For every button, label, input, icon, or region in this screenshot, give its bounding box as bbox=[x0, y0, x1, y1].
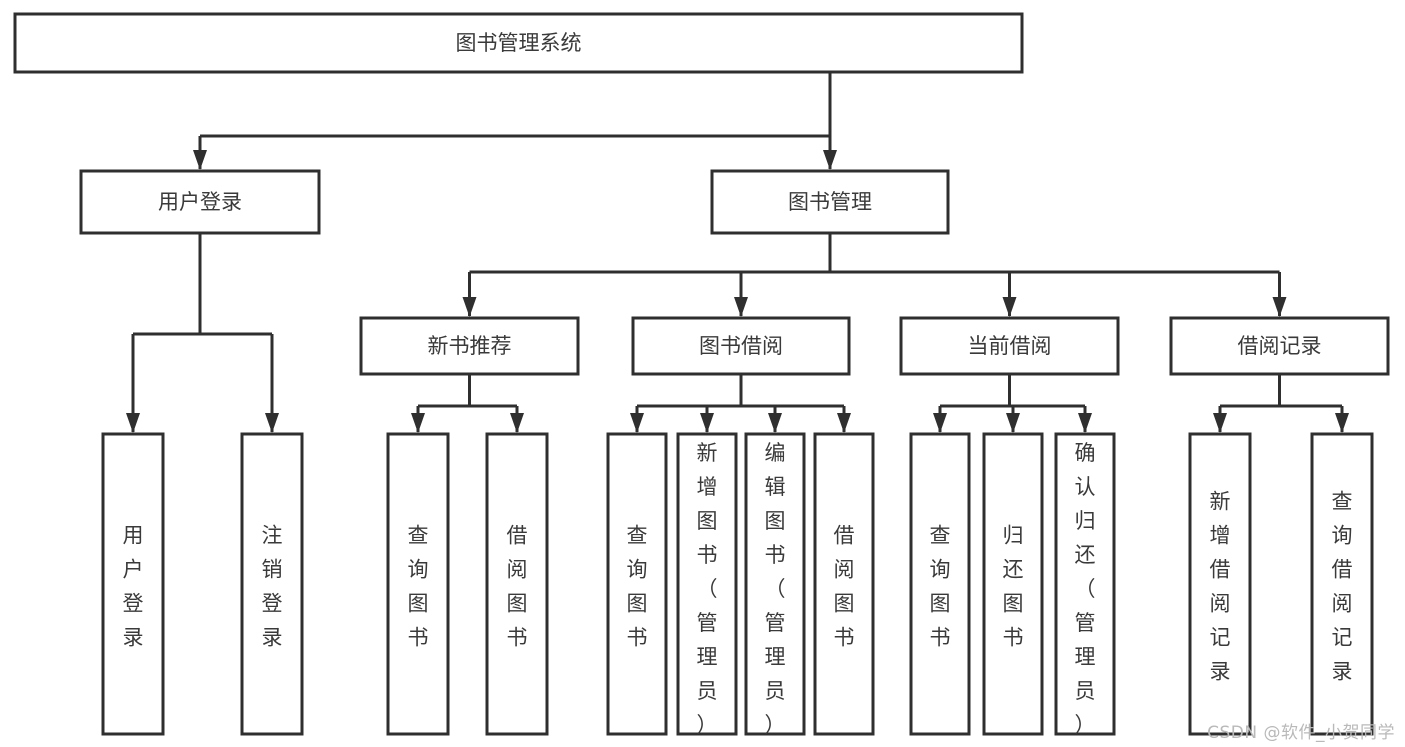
connector-layer bbox=[126, 72, 1349, 433]
node-box-new-book-recommend bbox=[359, 316, 580, 376]
node-label-leaf-query-book-current: 查询图书 bbox=[930, 524, 951, 650]
node-leaf-query-book-current[interactable]: 查询图书 bbox=[909, 432, 971, 736]
node-label-new-book-recommend: 新书推荐 bbox=[428, 334, 512, 358]
arrow-to-leaf-edit-book-admin bbox=[768, 413, 782, 433]
node-box-leaf-borrow-book bbox=[813, 432, 875, 736]
node-label-borrow-record: 借阅记录 bbox=[1238, 334, 1322, 358]
arrow-to-leaf-query-book-borrow bbox=[630, 413, 644, 433]
node-leaf-query-book-recommend[interactable]: 查询图书 bbox=[386, 432, 450, 736]
node-label-book-borrow: 图书借阅 bbox=[699, 334, 783, 358]
arrow-to-leaf-borrow-book-recommend bbox=[510, 413, 524, 433]
arrow-to-leaf-add-borrow-record bbox=[1213, 413, 1227, 433]
node-leaf-return-book[interactable]: 归还图书 bbox=[982, 432, 1044, 736]
arrow-to-leaf-user-login bbox=[126, 413, 140, 433]
node-box-leaf-query-book-borrow bbox=[606, 432, 668, 736]
node-label-leaf-user-login: 用户登录 bbox=[123, 524, 144, 650]
node-box-leaf-query-book-recommend bbox=[386, 432, 450, 736]
arrow-to-book-borrow bbox=[734, 297, 748, 317]
node-box-book-borrow bbox=[631, 316, 851, 376]
node-label-leaf-add-borrow-record: 新增借阅记录 bbox=[1210, 490, 1231, 684]
node-box-leaf-query-borrow-record bbox=[1310, 432, 1374, 736]
node-label-user-login: 用户登录 bbox=[158, 190, 242, 214]
node-book-management[interactable]: 图书管理 bbox=[710, 169, 950, 235]
arrow-to-leaf-query-book-recommend bbox=[411, 413, 425, 433]
node-box-leaf-query-book-current bbox=[909, 432, 971, 736]
arrow-to-book-management bbox=[823, 150, 837, 170]
node-box-book-management bbox=[710, 169, 950, 235]
node-label-leaf-query-book-borrow: 查询图书 bbox=[627, 524, 648, 650]
node-current-borrow[interactable]: 当前借阅 bbox=[899, 316, 1120, 376]
arrow-to-new-book-recommend bbox=[462, 297, 477, 317]
node-label-leaf-edit-book-admin: 编辑图书（管理员） bbox=[765, 441, 786, 737]
node-label-leaf-query-book-recommend: 查询图书 bbox=[408, 524, 429, 650]
node-label-leaf-add-book-admin: 新增图书（管理员） bbox=[697, 441, 718, 737]
node-box-leaf-borrow-book-recommend bbox=[485, 432, 549, 736]
node-label-leaf-borrow-book-recommend: 借阅图书 bbox=[507, 524, 528, 650]
arrow-to-leaf-add-book-admin bbox=[700, 413, 714, 433]
node-user-login[interactable]: 用户登录 bbox=[79, 169, 321, 235]
node-label-book-management: 图书管理 bbox=[788, 190, 872, 214]
arrow-to-borrow-record bbox=[1272, 297, 1287, 317]
node-new-book-recommend[interactable]: 新书推荐 bbox=[359, 316, 580, 376]
node-box-leaf-confirm-return-admin bbox=[1054, 432, 1116, 736]
node-box-leaf-user-logout bbox=[240, 432, 304, 736]
node-box-user-login bbox=[79, 169, 321, 235]
node-leaf-query-borrow-record[interactable]: 查询借阅记录 bbox=[1310, 432, 1374, 736]
arrow-to-leaf-user-logout bbox=[265, 413, 279, 433]
node-leaf-user-logout[interactable]: 注销登录 bbox=[240, 432, 304, 736]
node-label-leaf-user-logout: 注销登录 bbox=[262, 524, 283, 650]
node-label-leaf-borrow-book: 借阅图书 bbox=[834, 524, 855, 650]
node-leaf-borrow-book[interactable]: 借阅图书 bbox=[813, 432, 875, 736]
node-box-borrow-record bbox=[1169, 316, 1390, 376]
node-leaf-borrow-book-recommend[interactable]: 借阅图书 bbox=[485, 432, 549, 736]
node-box-leaf-edit-book-admin bbox=[744, 432, 806, 736]
arrow-to-leaf-query-book-current bbox=[933, 413, 947, 433]
node-leaf-user-login[interactable]: 用户登录 bbox=[101, 432, 165, 736]
arrow-to-leaf-query-borrow-record bbox=[1335, 413, 1349, 433]
node-label-leaf-return-book: 归还图书 bbox=[1003, 524, 1024, 650]
arrow-to-leaf-return-book bbox=[1006, 413, 1020, 433]
node-book-borrow[interactable]: 图书借阅 bbox=[631, 316, 851, 376]
arrow-to-leaf-confirm-return-admin bbox=[1078, 413, 1092, 433]
node-box-leaf-return-book bbox=[982, 432, 1044, 736]
arrow-to-leaf-borrow-book bbox=[837, 413, 851, 433]
node-box-leaf-add-borrow-record bbox=[1188, 432, 1252, 736]
node-leaf-query-book-borrow[interactable]: 查询图书 bbox=[606, 432, 668, 736]
node-box-current-borrow bbox=[899, 316, 1120, 376]
node-label-root: 图书管理系统 bbox=[456, 31, 582, 55]
node-box-root bbox=[13, 12, 1024, 74]
node-leaf-edit-book-admin[interactable]: 编辑图书（管理员） bbox=[744, 432, 806, 737]
node-leaf-add-borrow-record[interactable]: 新增借阅记录 bbox=[1188, 432, 1252, 736]
node-borrow-record[interactable]: 借阅记录 bbox=[1169, 316, 1390, 376]
node-leaf-add-book-admin[interactable]: 新增图书（管理员） bbox=[676, 432, 738, 737]
node-label-leaf-query-borrow-record: 查询借阅记录 bbox=[1332, 490, 1353, 684]
arrow-to-user-login bbox=[193, 150, 207, 170]
node-layer: 图书管理系统用户登录图书管理新书推荐图书借阅当前借阅借阅记录用户登录注销登录查询… bbox=[13, 12, 1390, 737]
node-box-leaf-add-book-admin bbox=[676, 432, 738, 736]
node-box-leaf-user-login bbox=[101, 432, 165, 736]
node-label-leaf-confirm-return-admin: 确认归还（管理员） bbox=[1075, 441, 1096, 737]
node-root[interactable]: 图书管理系统 bbox=[13, 12, 1024, 74]
node-leaf-confirm-return-admin[interactable]: 确认归还（管理员） bbox=[1054, 432, 1116, 737]
node-label-current-borrow: 当前借阅 bbox=[968, 334, 1052, 358]
arrow-to-current-borrow bbox=[1002, 297, 1017, 317]
